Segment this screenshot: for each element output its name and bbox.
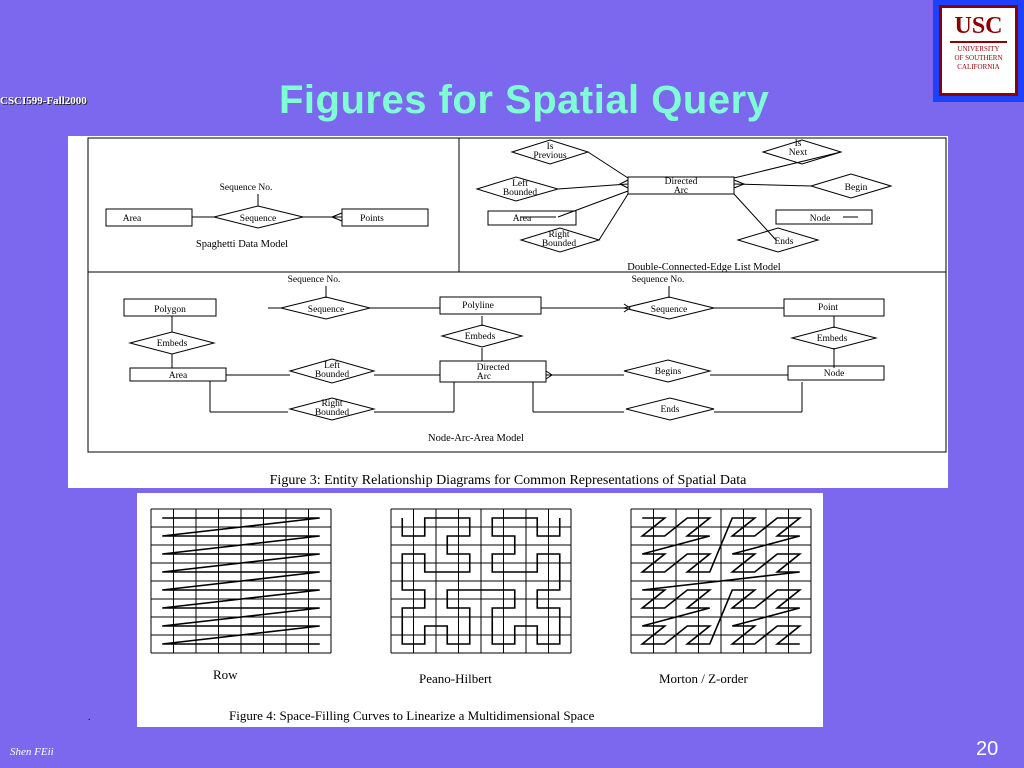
dcel-left-bounded-1: Left	[512, 178, 528, 189]
page-number: 20	[976, 738, 999, 760]
naa-seqno-left: Sequence No.	[288, 275, 341, 285]
naa-begins: Begins	[655, 367, 682, 377]
dcel-is-next-1: Is	[795, 139, 802, 149]
logo-rule	[950, 41, 1007, 43]
dcel-ends: Ends	[775, 237, 794, 247]
dcel-right-bounded-2: Bounded	[542, 239, 577, 249]
usc-logo: USC UNIVERSITY OF SOUTHERN CALIFORNIA	[933, 0, 1024, 102]
figure-4: Row Peano-Hilbert Morton / Z-order Figur…	[137, 493, 823, 727]
dcel-left-bounded-2: Bounded	[503, 188, 538, 198]
dcel-right-bounded-1: Right	[548, 230, 569, 240]
spaghetti-seqno: Sequence No.	[220, 183, 273, 193]
course-label: CSCI599-Fall2000	[0, 95, 87, 107]
spaghetti-model-label: Spaghetti Data Model	[196, 239, 288, 250]
dcel-begin: Begin	[845, 183, 868, 193]
dcel-is-previous-2: Previous	[533, 151, 567, 161]
dcel-area: Area	[513, 214, 532, 224]
logo-abbr: USC	[954, 13, 1003, 39]
stray-dot: .	[88, 712, 91, 723]
dcel-model-label: Double-Connected-Edge List Model	[627, 262, 780, 273]
naa-right-bounded-2: Bounded	[315, 408, 350, 418]
naa-right-bounded-1: Right	[321, 399, 342, 409]
space-filling-curves: Row Peano-Hilbert Morton / Z-order Figur…	[150, 508, 812, 723]
peano-hilbert-label: Peano-Hilbert	[419, 671, 492, 686]
naa-model-label: Node-Arc-Area Model	[428, 433, 524, 444]
logo-seal: USC UNIVERSITY OF SOUTHERN CALIFORNIA	[939, 5, 1018, 96]
morton-curve	[639, 517, 803, 645]
naa-sequence-right: Sequence	[651, 305, 687, 315]
dcel-node: Node	[810, 214, 831, 224]
row-curve	[162, 517, 320, 645]
spaghetti-area: Area	[123, 214, 142, 224]
naa-left-bounded-1: Left	[324, 360, 340, 371]
author-footer: Shen FEii	[10, 746, 54, 758]
naa-area: Area	[169, 371, 188, 381]
dcel-directed-arc-2: Arc	[674, 186, 688, 196]
row-label: Row	[213, 667, 238, 682]
spaghetti-points: Points	[360, 214, 384, 224]
logo-line-3: CALIFORNIA	[957, 63, 1000, 71]
slide-title: Figures for Spatial Query	[279, 78, 770, 122]
dcel-is-previous-1: Is	[547, 142, 554, 152]
naa-embeds-left: Embeds	[157, 339, 188, 349]
figure4-caption: Figure 4: Space-Filling Curves to Linear…	[229, 708, 595, 723]
naa-directed-arc-1: Directed	[477, 363, 510, 373]
logo-line-2: OF SOUTHERN	[954, 54, 1003, 62]
naa-directed-arc-2: Arc	[477, 372, 491, 382]
naa-polyline: Polyline	[462, 301, 494, 311]
er-diagrams: Sequence No. Area Sequence Points Spaghe…	[87, 137, 947, 488]
naa-ends: Ends	[661, 405, 680, 415]
naa-polygon: Polygon	[154, 305, 186, 315]
peano-hilbert-curve	[401, 517, 561, 645]
spaghetti-sequence: Sequence	[240, 214, 276, 224]
figure3-frame	[87, 137, 947, 453]
naa-seqno-right: Sequence No.	[632, 275, 685, 285]
peano-hilbert-grid	[390, 508, 572, 654]
naa-node: Node	[824, 369, 845, 379]
naa-left-bounded-2: Bounded	[315, 370, 350, 380]
dcel-directed-arc-1: Directed	[665, 177, 698, 187]
naa-sequence-left: Sequence	[308, 305, 344, 315]
naa-point: Point	[818, 303, 838, 313]
logo-line-1: UNIVERSITY	[957, 45, 1000, 53]
figure3-caption: Figure 3: Entity Relationship Diagrams f…	[270, 473, 747, 488]
naa-embeds-mid: Embeds	[465, 332, 496, 342]
morton-label: Morton / Z-order	[659, 671, 748, 686]
naa-embeds-right: Embeds	[817, 334, 848, 344]
dcel-is-next-2: Next	[789, 148, 808, 158]
figure-3: Sequence No. Area Sequence Points Spaghe…	[68, 136, 948, 488]
